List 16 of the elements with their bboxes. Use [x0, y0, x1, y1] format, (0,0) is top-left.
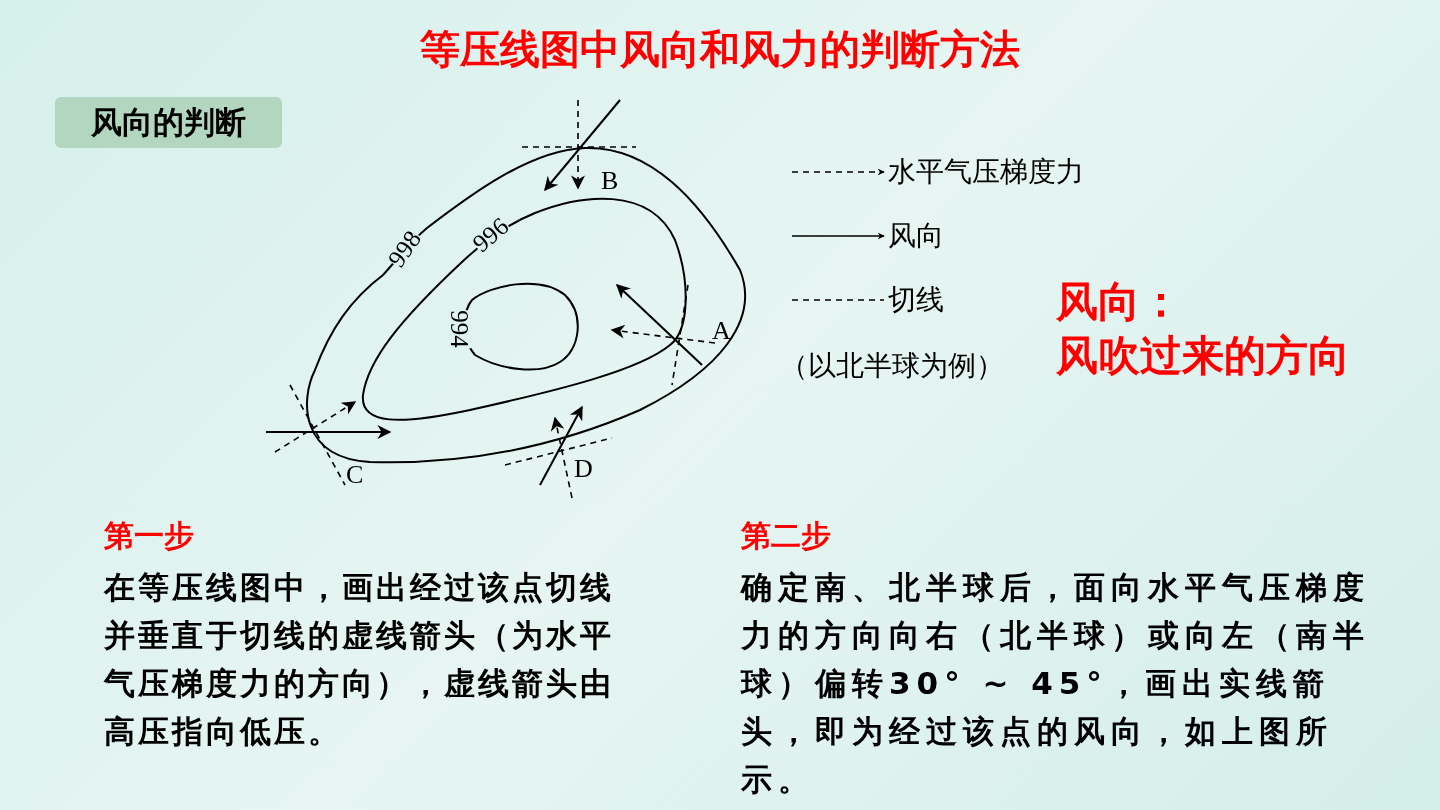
- title: 等压线图中风向和风力的判断方法: [419, 25, 1021, 74]
- note-text: （以北半球为例）: [780, 349, 1004, 383]
- point-letter: D: [574, 454, 593, 484]
- step-heading: 第二步: [741, 517, 831, 555]
- point-letter: A: [712, 316, 731, 346]
- legend-text: 切线: [888, 283, 944, 317]
- step-paragraph: 在等压线图中，画出经过该点切线并垂直于切线的虚线箭头（为水平气压梯度力的方向），虚线箭头由高压指向低压。: [104, 568, 615, 751]
- step-heading: 第一步: [104, 517, 194, 555]
- heading-text: 风吹过来的方向: [1056, 330, 1350, 382]
- legend-text: 风向: [888, 219, 944, 253]
- point-letter: B: [601, 166, 619, 196]
- section-tag: 风向的判断: [55, 97, 282, 148]
- isobar-value: 994: [445, 310, 472, 348]
- point-letter: C: [346, 460, 364, 490]
- legend-text: 水平气压梯度力: [888, 155, 1084, 189]
- heading-text: 风向：: [1056, 276, 1182, 328]
